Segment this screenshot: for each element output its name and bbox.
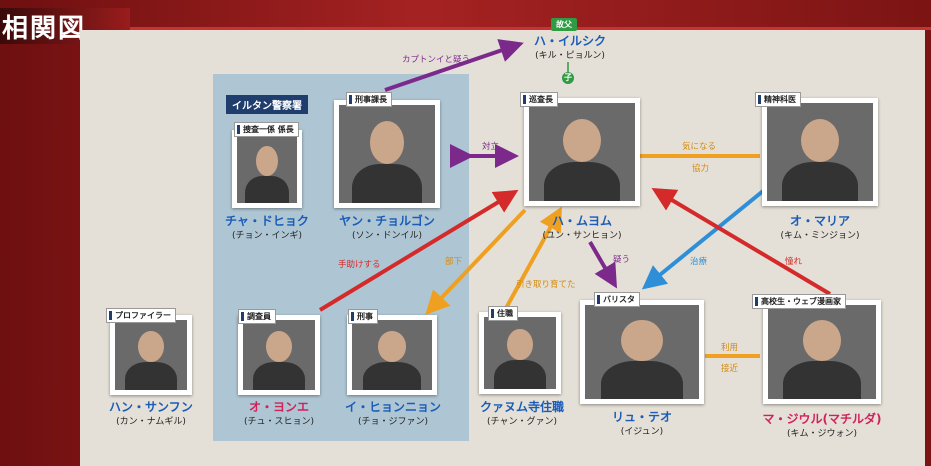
title-band	[0, 27, 931, 30]
rel-kyoryoku: 協力	[692, 164, 710, 174]
arrow-akogare	[651, 187, 832, 296]
rel-riyo: 利用	[721, 343, 739, 353]
child-mark: 子	[562, 72, 574, 84]
actor-oh: (キム・ミンジョン)	[780, 231, 860, 241]
rel-tedasuke: 手助けする	[338, 260, 381, 270]
tag-ha: 巡査長	[520, 92, 558, 107]
name-ryu: リュ・テオ	[611, 410, 672, 424]
name-oyon: オ・ヨンエ	[248, 400, 309, 414]
rel-buka: 部下	[445, 257, 463, 267]
actor-ihyo: (チョ・ジファン)	[357, 417, 429, 427]
tag-ihyo: 刑事	[348, 309, 378, 324]
page-title: 相関図	[2, 14, 87, 44]
arrow-tedasuke	[318, 189, 519, 312]
name-han: ハン・サンフン	[109, 400, 193, 414]
name-oh: オ・マリア	[789, 214, 850, 228]
actor-han: (カン・ナムギル)	[116, 417, 186, 427]
arrow-hikitori	[503, 206, 562, 311]
photo-yan	[334, 100, 440, 208]
father-badge: 故父	[551, 18, 577, 31]
photo-ma	[763, 300, 881, 404]
name-ihyo: イ・ヒョンニョン	[344, 400, 441, 414]
rel-kininaru: 気になる	[682, 142, 717, 152]
name-ha: ハ・ムヨム	[551, 214, 612, 228]
photo-han	[110, 315, 192, 395]
rel-oppose: 対立	[482, 142, 500, 152]
photo-oyon	[238, 315, 320, 395]
photo-ha	[524, 98, 640, 206]
arrow-buka	[425, 208, 527, 315]
photo-ryu	[580, 300, 704, 404]
tag-cha: 捜査一係 係長	[234, 122, 299, 137]
actor-kwa: (チャン・グァン)	[487, 417, 557, 427]
photo-ihyo	[347, 315, 437, 395]
photo-cha	[232, 130, 302, 208]
tag-kwa: 住職	[488, 306, 518, 321]
rel-utagau: 疑う	[613, 255, 631, 265]
name-kwa: クァヌム寺住職	[479, 400, 564, 414]
tag-han: プロファイラー	[106, 308, 176, 323]
name-yan: ヤン・チョルゴン	[339, 214, 435, 228]
rel-kaput: カプトンイと疑う	[402, 55, 471, 65]
photo-kwa	[479, 312, 561, 394]
tag-ryu: バリスタ	[594, 292, 640, 307]
tag-oh: 精神科医	[755, 92, 801, 107]
actor-cha: (チョン・インギ)	[231, 231, 303, 241]
father-actor: (キル・ピョルン)	[535, 51, 605, 61]
arrow-kaput	[384, 39, 524, 92]
tag-ma: 高校生・ウェブ漫画家	[752, 294, 846, 309]
actor-yan: (ソン・ドンイル)	[351, 231, 423, 241]
father-name: ハ・イルシク	[533, 34, 606, 48]
rel-sekkin: 接近	[721, 364, 739, 374]
actor-ma: (キム・ジウォン)	[786, 429, 858, 439]
tag-yan: 刑事課長	[346, 92, 392, 107]
actor-oyon: (チュ・スヒョン)	[243, 417, 315, 427]
rel-chiryo: 治療	[690, 257, 708, 267]
police-station-label: イルタン警察署	[226, 95, 308, 114]
photo-oh	[762, 98, 878, 206]
rel-hikitori: 引き取り育てた	[516, 280, 576, 290]
actor-ryu: (イジュン)	[620, 427, 664, 437]
name-ma: マ・ジウル(マチルダ)	[762, 412, 882, 426]
rel-akogare: 憧れ	[785, 257, 803, 267]
arrow-utagau	[588, 240, 618, 289]
tag-oyon: 調査員	[238, 309, 276, 324]
actor-ha: (ユン・サンヒョン)	[542, 231, 622, 241]
name-cha: チャ・ドヒョク	[225, 214, 309, 228]
